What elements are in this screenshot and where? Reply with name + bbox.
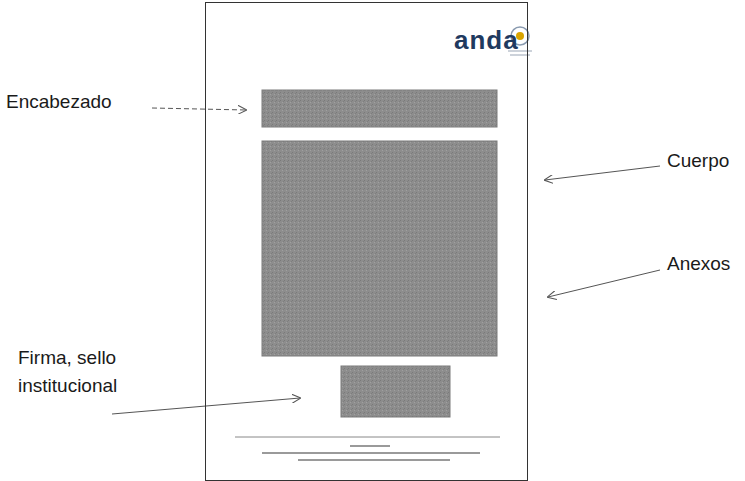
logo-text: anda [454, 25, 519, 56]
body-block [262, 141, 497, 356]
footer-lines [235, 437, 500, 460]
part-label: Encabezado [6, 88, 146, 116]
part-label: Firma, sello institucional [18, 344, 148, 400]
part-label: Anexos [667, 250, 742, 278]
document-page: anda [205, 2, 528, 481]
signature-block [341, 366, 450, 417]
leader-arrows [112, 108, 660, 414]
header-block [262, 90, 497, 127]
part-label: Cuerpo [667, 147, 742, 175]
